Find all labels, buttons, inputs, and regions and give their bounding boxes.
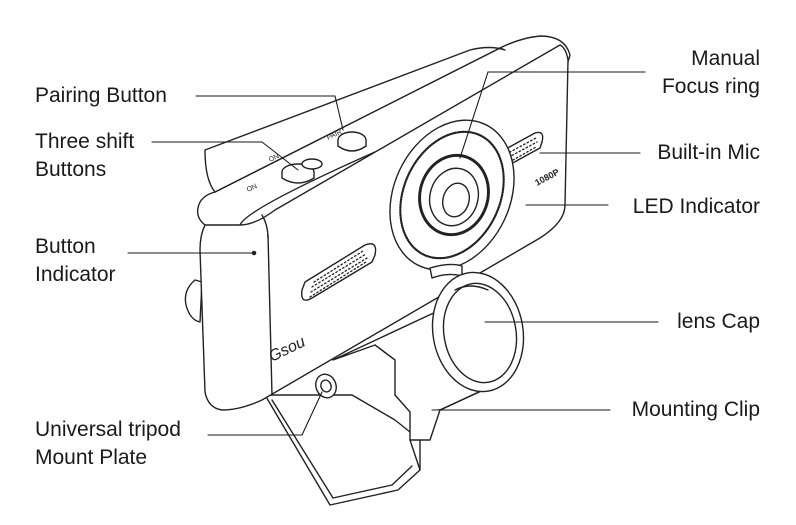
label-three-shift-buttons: Three shift Buttons [35,128,134,184]
tripod-mount-screw [315,373,337,399]
label-tripod-mount: Universal tripod Mount Plate [35,416,181,472]
label-mounting-clip-text: Mounting Clip [631,398,760,421]
label-tripod-line2: Mount Plate [35,446,148,469]
leader-lines [127,71,659,436]
label-lens-cap: lens Cap [677,308,760,336]
button-indicator-dot [251,250,257,256]
svg-text:ON: ON [268,153,280,164]
label-three-shift-line1: Three shift [35,130,135,153]
svg-text:ON: ON [246,183,258,194]
label-button-indicator: Button Indicator [35,233,116,289]
label-lens-cap-text: lens Cap [677,310,760,333]
lens-cap-shape [429,263,525,393]
label-pairing-button: Pairing Button [35,82,167,110]
lens-assembly [389,119,515,271]
label-manual-focus-ring: Manual Focus ring [662,45,760,101]
label-button-indicator-line2: Indicator [35,263,116,286]
leader-three-shift-drop [261,141,299,171]
label-button-indicator-line1: Button [35,235,96,258]
label-manual-focus-line2: Focus ring [661,75,760,98]
leader-tripod-rise [301,391,323,436]
pairing-button-shape [337,131,367,152]
label-tripod-line1: Universal tripod [35,418,181,441]
label-builtin-mic-text: Built-in Mic [657,141,760,164]
side-tab [184,279,203,323]
label-manual-focus-line1: Manual [691,47,760,70]
label-mounting-clip: Mounting Clip [632,396,760,424]
label-three-shift-line2: Buttons [35,158,107,181]
label-pairing-button-text: Pairing Button [35,84,167,107]
label-led-indicator: LED Indicator [633,193,760,221]
leader-pairing-button-drop [334,95,344,131]
front-mic-grille [301,243,377,301]
leader-manual-focus-drop [459,71,489,159]
label-led-indicator-text: LED Indicator [632,195,760,218]
label-builtin-mic: Built-in Mic [657,139,760,167]
